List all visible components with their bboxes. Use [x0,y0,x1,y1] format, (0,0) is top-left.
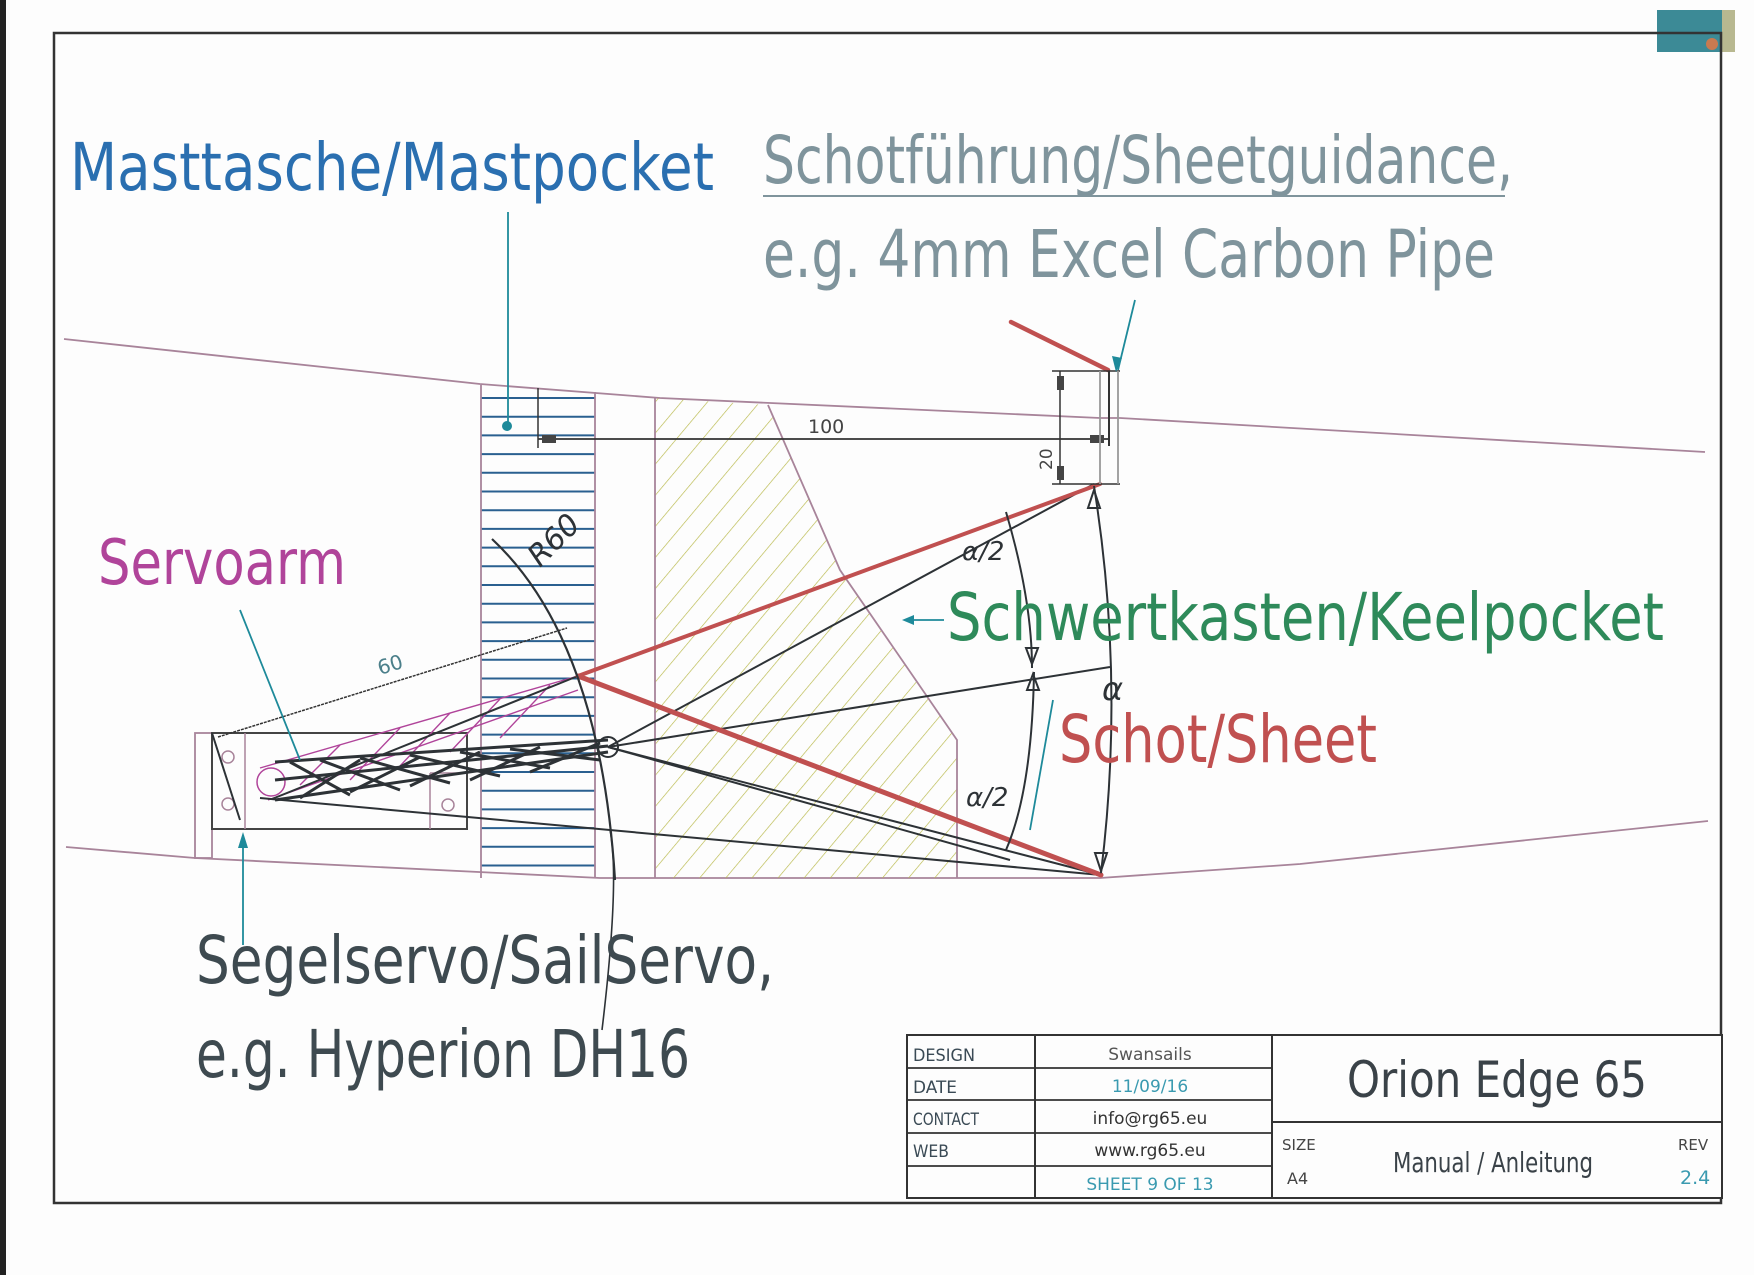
mast-hatch [481,397,595,867]
sheet-label: Schot/Sheet [1059,701,1377,778]
scan-edge [0,0,6,1275]
corner-thumbnail [1657,10,1735,52]
keelpocket-label: Schwertkasten/Keelpocket [947,579,1664,656]
keel-pocket [654,398,958,878]
r60-arc-extension [601,829,615,1031]
mastpocket-label: Masttasche/Mastpocket [70,129,714,206]
dim-20-arrow [1057,376,1064,390]
tb-label-contact: CONTACT [913,1110,979,1130]
leader-arrow [238,832,248,848]
leader-arrow [902,615,914,625]
mount-hole [441,798,455,812]
tb-value-web: www.rg65.eu [1094,1141,1205,1161]
tb-rev-label: REV [1678,1136,1709,1154]
servo-horn [256,767,286,797]
servoarm-label: Servoarm [98,526,346,599]
dim-20: 20 [1037,370,1120,485]
r60-arc [491,538,617,881]
tb-title: Orion Edge 65 [1347,1051,1647,1109]
title-block: DESIGN DATE CONTACT WEB Swansails 11/09/… [906,1034,1723,1199]
tb-size-value: A4 [1287,1169,1308,1188]
servo-body [211,732,468,830]
sheetguidance-detail-label: e.g. 4mm Excel Carbon Pipe [763,216,1495,293]
servo-mount-plate [194,732,213,859]
sheetguidance-label: Schotführung/Sheetguidance, [763,122,1513,199]
dim-100-arrow [542,435,556,443]
tb-label-design: DESIGN [913,1046,975,1066]
tb-label-web: WEB [913,1142,949,1162]
tb-rev-value: 2.4 [1680,1167,1710,1189]
mount-hole [221,750,235,764]
tb-size-label: SIZE [1282,1136,1316,1154]
sheet-lines [575,319,1111,878]
construction-lines [211,483,1111,876]
dim-60-line [217,627,568,738]
sailservo-label: Segelservo/SailServo, [196,922,774,999]
tb-value-contact: info@rg65.eu [1093,1109,1208,1129]
thumbnail-dot [1706,38,1718,50]
dim-60-label: 60 [374,649,405,679]
mastpocket-leader-dot [502,421,512,431]
servo-arm [274,738,609,802]
drawing-frame [52,31,1723,1205]
thumbnail-edge [1722,10,1735,52]
alpha-label: α [1102,670,1123,708]
dim-100-label: 100 [808,416,844,438]
alpha-dimension [1005,485,1113,875]
tb-subtitle: Manual / Anleitung [1393,1146,1593,1179]
keel-pocket-outline [767,404,958,878]
dim-100: 100 [537,388,1109,448]
leader-arrow [1112,356,1122,372]
title-block-border [906,1034,1723,1199]
r60-label: R60 [521,507,587,573]
dim-20-arrow [1057,466,1064,480]
dim-100-arrow [1090,435,1104,443]
sheet-guide-pipe [1099,371,1119,484]
alpha-half-top-label: α/2 [962,537,1004,567]
dim-20-label: 20 [1037,448,1057,470]
mount-hole [221,797,235,811]
sailservo-detail-label: e.g. Hyperion DH16 [196,1016,690,1093]
hull-upper-line [63,338,1706,453]
tb-value-sheet: SHEET 9 OF 13 [1086,1175,1213,1195]
tb-value-design: Swansails [1108,1045,1192,1065]
mast-pocket [480,385,596,878]
alpha-half-bottom-label: α/2 [966,783,1008,813]
keel-pocket-hatch [655,398,957,878]
dim-60: 60 [217,627,568,738]
tb-value-date: 11/09/16 [1112,1077,1188,1097]
tb-label-date: DATE [913,1078,957,1098]
